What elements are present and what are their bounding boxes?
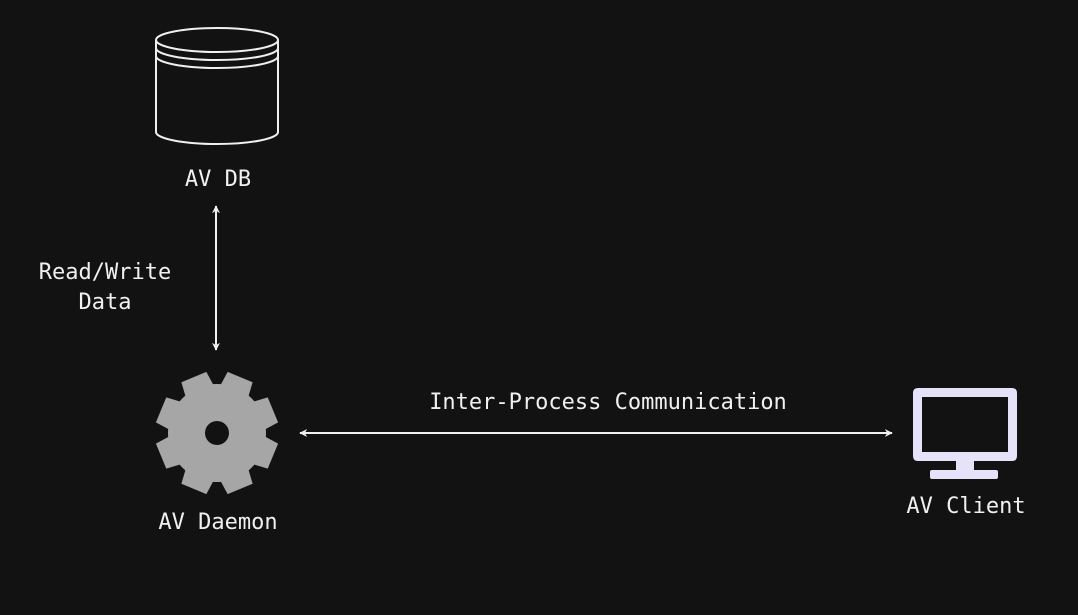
read-write-label: Read/Write Data <box>38 260 172 315</box>
database-icon <box>155 27 279 145</box>
monitor-icon <box>913 388 1017 479</box>
client-label: AV Client <box>906 494 1026 519</box>
db-label: AV DB <box>184 167 252 192</box>
ipc-label: Inter-Process Communication <box>429 390 787 415</box>
gear-icon <box>155 371 279 495</box>
daemon-label: AV Daemon <box>158 510 278 535</box>
